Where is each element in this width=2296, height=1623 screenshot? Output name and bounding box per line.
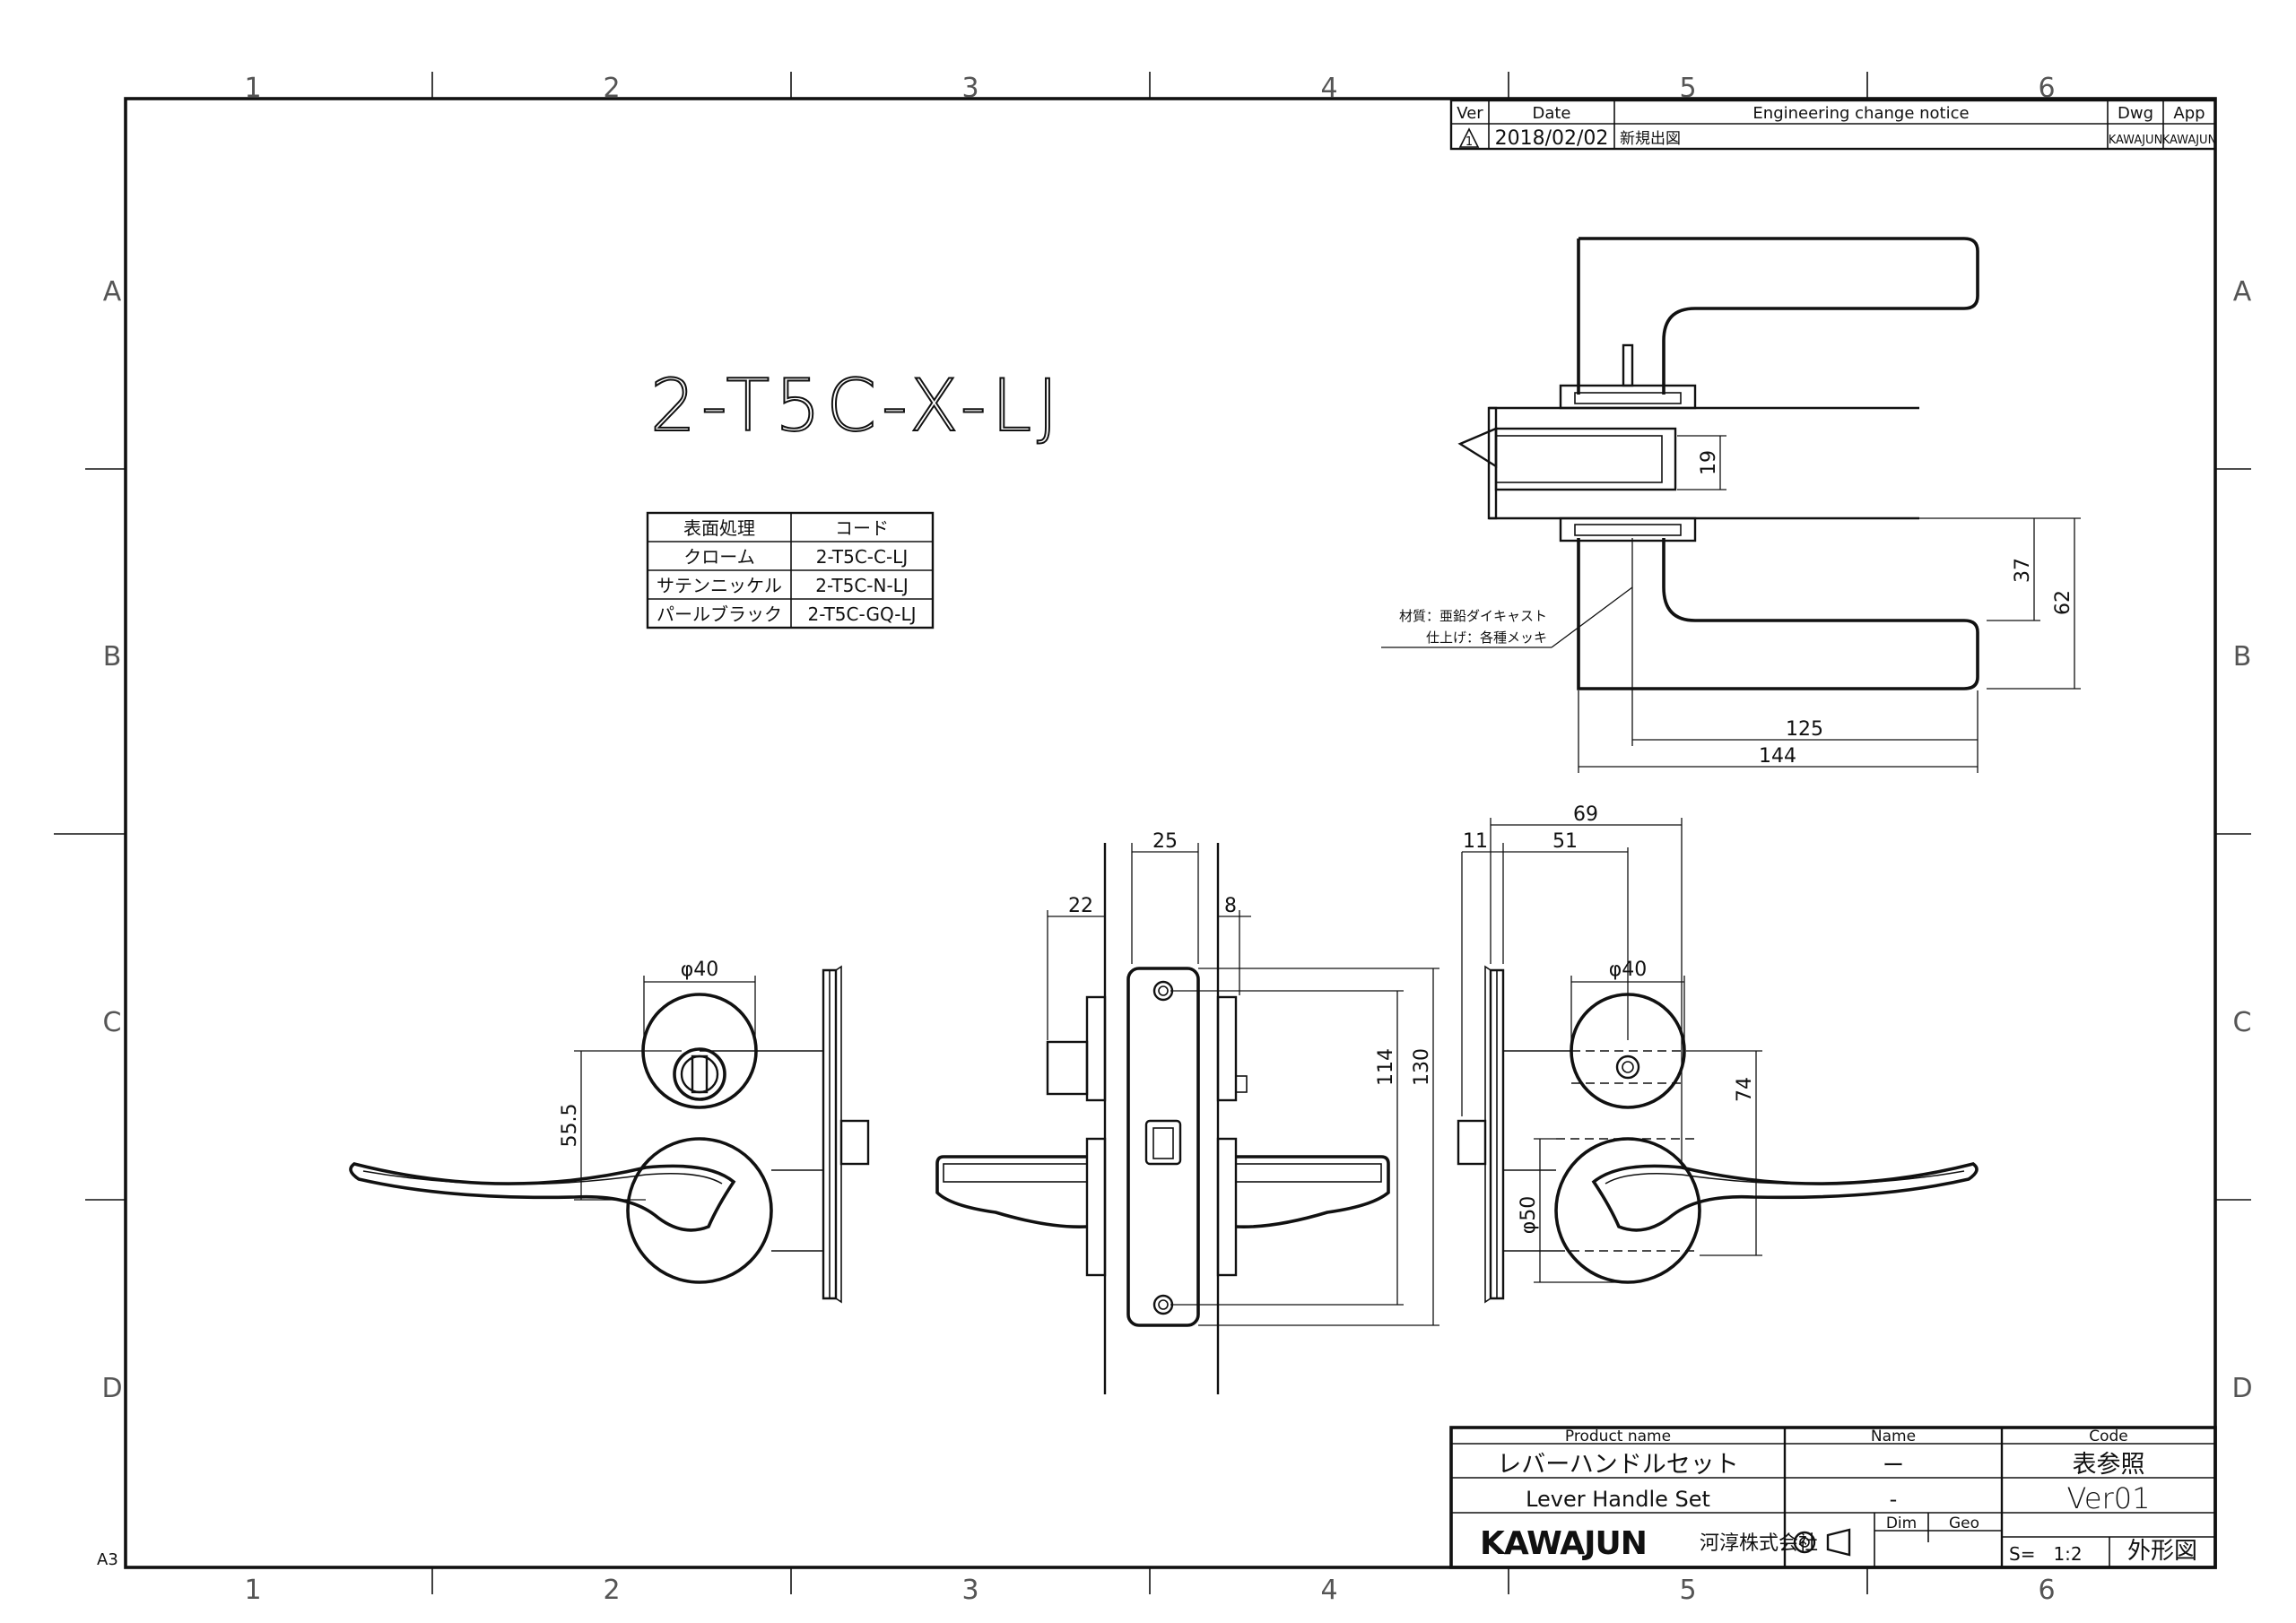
row-letter-a: A [103, 276, 122, 308]
product-name-label: Product name [1565, 1428, 1671, 1445]
side-view: 25 22 8 114 130 [935, 830, 1439, 1394]
name-value-1: ー [1883, 1453, 1904, 1478]
dim-8: 8 [1224, 895, 1237, 917]
col-number-2-bottom: 2 [603, 1575, 620, 1606]
row-letter-d: D [101, 1373, 122, 1404]
projection-symbol-icon [1793, 1528, 1851, 1557]
geo-label: Geo [1949, 1515, 1979, 1532]
finish-row-1-code: 2-T5C-C-LJ [816, 546, 908, 568]
left-view: φ40 55.5 [349, 959, 870, 1304]
dim-right-phi40: φ40 [1609, 959, 1648, 981]
col-number-3: 3 [961, 73, 978, 104]
dim-62: 62 [2052, 590, 2074, 615]
product-name-en: Lever Handle Set [1526, 1487, 1710, 1512]
dim-130: 130 [1411, 1048, 1433, 1086]
rev-header-notice: Engineering change notice [1752, 104, 1969, 123]
company-logo: KAWAJUN [1480, 1525, 1647, 1562]
finish-row-3-name: パールブラック [657, 603, 782, 625]
finish-header-code: コード [835, 517, 889, 539]
material-note-line1: 材質：亜鉛ダイキャスト [1399, 608, 1547, 624]
rev-header-date: Date [1532, 104, 1570, 123]
dim-114: 114 [1375, 1048, 1397, 1086]
col-number-4-bottom: 4 [1320, 1575, 1337, 1606]
col-number-1: 1 [244, 73, 261, 104]
col-number-6-bottom: 6 [2038, 1575, 2055, 1606]
dim-11: 11 [1463, 830, 1488, 853]
row-letter-b-right: B [2233, 641, 2252, 673]
rev-row-dwg: KAWAJUN [2109, 134, 2163, 147]
col-number-4: 4 [1320, 73, 1337, 104]
dim-125: 125 [1786, 718, 1823, 741]
product-name-jp: レバーハンドルセット [1497, 1451, 1738, 1479]
name-label: Name [1871, 1428, 1916, 1445]
name-value-2: - [1890, 1487, 1898, 1512]
row-letter-a-right: A [2233, 276, 2252, 308]
dim-37: 37 [2012, 558, 2034, 583]
rev-header-dwg: Dwg [2118, 104, 2153, 123]
col-number-1-bottom: 1 [244, 1575, 261, 1606]
rev-header-ver: Ver [1457, 104, 1483, 123]
dim-55-5: 55.5 [559, 1104, 581, 1148]
row-letter-b: B [103, 641, 122, 673]
revision-triangle-icon [1458, 127, 1480, 148]
dim-25: 25 [1152, 830, 1178, 853]
finish-row-2-name: サテンニッケル [657, 575, 782, 596]
col-number-5-bottom: 5 [1679, 1575, 1696, 1606]
col-number-6: 6 [2038, 73, 2055, 104]
scale: S= 1:2 [2009, 1543, 2083, 1565]
right-view: 69 11 51 φ40 74 φ50 [1457, 803, 1979, 1304]
code-label: Code [2089, 1428, 2128, 1445]
finish-header-treatment: 表面処理 [683, 517, 755, 539]
finish-row-3-code: 2-T5C-GQ-LJ [807, 603, 916, 625]
dim-22: 22 [1068, 895, 1093, 917]
revision-table: Ver Date Engineering change notice Dwg A… [1449, 99, 2217, 151]
dim-label: Dim [1886, 1515, 1917, 1532]
code-value: 表参照 [2073, 1451, 2145, 1479]
row-letter-d-right: D [2231, 1373, 2252, 1404]
material-note-line2: 仕上げ：各種メッキ [1426, 629, 1547, 646]
dim-phi50: φ50 [1518, 1196, 1540, 1235]
dim-74: 74 [1734, 1077, 1756, 1102]
drawing-type: 外形図 [2127, 1538, 2197, 1565]
col-number-3-bottom: 3 [961, 1575, 978, 1606]
model-code-title: 2-T5C-X-LJ [650, 364, 1064, 447]
dim-69: 69 [1573, 803, 1598, 826]
rev-header-app: App [2173, 104, 2205, 123]
rev-row-date: 2018/02/02 [1495, 127, 1609, 150]
sheet-size-mark: A3 [97, 1550, 118, 1569]
rev-row-app: KAWAJUN [2162, 134, 2217, 147]
row-letter-c: C [103, 1007, 122, 1038]
finish-table: 表面処理 コード クローム 2-T5C-C-LJ サテンニッケル 2-T5C-N… [646, 511, 935, 629]
row-letter-c-right: C [2233, 1007, 2252, 1038]
finish-row-1-name: クローム [683, 546, 754, 568]
top-view: 19 37 62 125 144 材質：亜鉛ダイキャスト 仕上げ：各種メッキ [1381, 237, 2081, 773]
dim-19: 19 [1698, 450, 1720, 475]
rev-row-ver: 1 [1465, 135, 1473, 149]
finish-row-2-code: 2-T5C-N-LJ [815, 575, 908, 596]
sheet-frame: 1 2 3 4 5 6 1 2 3 4 5 6 A B C D A B C D … [54, 72, 2253, 1606]
dim-left-phi40: φ40 [681, 959, 719, 981]
dim-144: 144 [1759, 745, 1796, 768]
dim-51: 51 [1552, 830, 1578, 853]
rev-row-notice: 新規出図 [1620, 130, 1681, 148]
col-number-5: 5 [1679, 73, 1696, 104]
title-block: Product name レバーハンドルセット Lever Handle Set… [1449, 1426, 2217, 1569]
version: Ver01 [2067, 1481, 2151, 1515]
col-number-2: 2 [603, 73, 620, 104]
